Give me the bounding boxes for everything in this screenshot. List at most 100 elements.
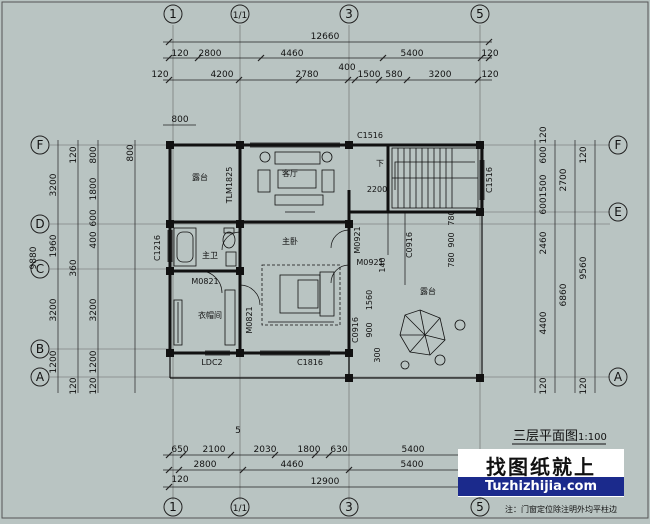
int-dim-2: 780 — [447, 210, 456, 225]
win-c0916-a: C0916 — [405, 232, 414, 258]
dim-bot-r1-4: 630 — [330, 445, 347, 455]
living-furniture — [257, 151, 335, 213]
dim-right-small-1: 120 — [579, 377, 589, 394]
int-dim-3: 780 — [447, 252, 456, 267]
brand-logo: 找图纸就上 Tuzhizhijia.com — [458, 449, 624, 497]
axis-left-D: D — [35, 217, 44, 231]
dim-top-r3-5: 580 — [385, 70, 402, 80]
dim-top-r2-4: 120 — [481, 49, 498, 59]
dim-bot-r3-0: 120 — [171, 475, 188, 485]
int-dim-0: 1560 — [365, 290, 374, 310]
axis-bottom-1: 1 — [169, 500, 177, 514]
axis-right-E: E — [614, 205, 622, 219]
dim-right-mid-0: 2700 — [559, 168, 569, 191]
dim-right-total: 9560 — [579, 256, 589, 279]
dim-top-r2-1: 2800 — [199, 49, 222, 59]
win-left: C1216 — [153, 235, 162, 261]
plan-scale: 1:100 — [578, 432, 607, 443]
axis-right-F: F — [615, 138, 622, 152]
win-c0916-b: C0916 — [351, 317, 360, 343]
dim-left-in-8: 120 — [89, 377, 99, 394]
int-dim-6: 140 — [378, 257, 387, 272]
axis-top-5: 5 — [476, 7, 484, 21]
plan-title: 三层平面图 — [513, 429, 578, 444]
axis-left-B: B — [36, 342, 44, 356]
room-terrace-big: 露台 — [420, 286, 436, 296]
dim-bot-r1-3: 1800 — [298, 445, 321, 455]
dim-bot-r2-1: 2800 — [194, 460, 217, 470]
win-bottom: C1816 — [297, 358, 323, 367]
axis-right-A: A — [614, 370, 623, 384]
dim-left-small-1: 120 — [69, 377, 79, 394]
axis-left-A: A — [36, 370, 45, 384]
dim-left-in-0: 120 — [69, 146, 79, 163]
door-m0921-a: M0921 — [353, 226, 362, 253]
dim-top-r2-3: 5400 — [401, 49, 424, 59]
dim-top-r3-7: 120 — [481, 70, 498, 80]
brand-en: Tuzhizhijia.com — [458, 477, 624, 496]
dim-bot-r2-2: 4460 — [281, 460, 304, 470]
bath-fixtures — [173, 227, 237, 267]
dim-left-outer-1: 1960 — [49, 234, 59, 257]
dim-right-in-3: 600 — [539, 197, 549, 214]
dim-left-in-2: 1800 — [89, 177, 99, 200]
dim-right-in-0: 120 — [539, 126, 549, 143]
axis-bottom-3: 3 — [345, 500, 353, 514]
dim-right-outer-0: 6860 — [559, 283, 569, 306]
axis-top-1-1: 1/1 — [233, 11, 247, 21]
dim-right-in-2: 1500 — [539, 174, 549, 197]
dim-top-r3-4: 1500 — [358, 70, 381, 80]
axis-top-3: 3 — [345, 7, 353, 21]
dim-left-outer-0: 3200 — [49, 173, 59, 196]
int-dim-5: 2200 — [367, 185, 387, 194]
room-closet: 衣帽间 — [198, 310, 222, 320]
axis-left-C: C — [36, 262, 44, 276]
dim-left-small-0: 800 — [126, 144, 136, 161]
dim-bot-r1-5: 5400 — [402, 445, 425, 455]
dim-bot-r1-0: 650 — [171, 445, 188, 455]
dim-top-r3-2: 2780 — [296, 70, 319, 80]
closet — [173, 289, 236, 346]
dim-right-in-5: 4400 — [539, 311, 549, 334]
dim-right-small-0: 120 — [579, 146, 589, 163]
dim-top-800: 800 — [171, 115, 188, 125]
int-dim-7: 300 — [373, 347, 382, 362]
dim-top-r3-0: 120 — [151, 70, 168, 80]
door-m0921-b: M0921 — [356, 258, 383, 267]
dim-top-r3-6: 3200 — [429, 70, 452, 80]
room-master: 主卧 — [282, 236, 298, 246]
dim-top-r2-2: 4460 — [281, 49, 304, 59]
door-m0821-b: M0821 — [245, 306, 254, 333]
axis-left-F: F — [37, 138, 44, 152]
dim-bot-r1-2: 2030 — [254, 445, 277, 455]
door-tlm: TLM1825 — [225, 167, 234, 205]
dim-right-in-6: 120 — [539, 377, 549, 394]
dim-top-r2-0: 120 — [171, 49, 188, 59]
dim-left-outer-3: 1200 — [49, 350, 59, 373]
dim-left-in-3: 600 — [89, 209, 99, 226]
axis-bottom-1-1: 1/1 — [233, 504, 247, 514]
brand-cn: 找图纸就上 — [486, 455, 596, 479]
room-bath: 主卫 — [202, 250, 218, 260]
win-stair: C1516 — [485, 167, 494, 193]
axis-top-1: 1 — [169, 7, 177, 21]
terrace-table — [399, 309, 466, 370]
room-terrace-top: 露台 — [192, 172, 208, 182]
stair-down: 下 — [376, 159, 384, 168]
dim-left-total: 9880 — [29, 246, 39, 269]
dim-bot-r2-3: 5400 — [401, 460, 424, 470]
dim-bot-r1-1: 2100 — [203, 445, 226, 455]
dim-right-in-1: 600 — [539, 146, 549, 163]
dim-left-in-4: 400 — [89, 231, 99, 248]
dim-right-in-4: 2460 — [539, 231, 549, 254]
dim-left-outer-2: 3200 — [49, 298, 59, 321]
axis-bottom-5: 5 — [476, 500, 484, 514]
stair — [391, 147, 479, 209]
dim-top-r3-3: 400 — [338, 63, 355, 73]
master-bed — [261, 264, 341, 326]
door-m0821-a: M0821 — [191, 277, 218, 286]
room-living: 客厅 — [282, 168, 298, 178]
int-dim-1: 900 — [365, 322, 374, 337]
dim-left-in-1: 800 — [89, 146, 99, 163]
